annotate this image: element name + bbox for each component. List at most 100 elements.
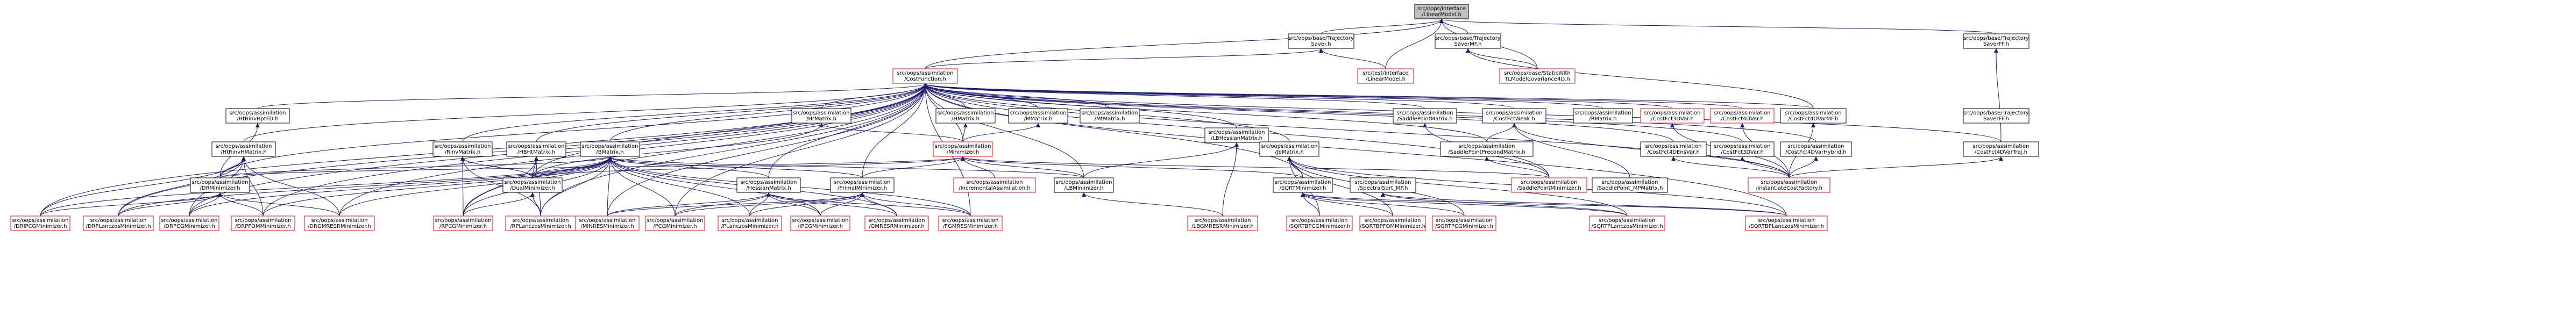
graph-node-bm[interactable]: src/oops/assimilation/BMatrix.h xyxy=(580,141,640,157)
graph-node-hess[interactable]: src/oops/assimilation/HessianMatrix.h xyxy=(736,177,801,193)
graph-node-hmat[interactable]: src/oops/assimilation/HtMatrix.h xyxy=(791,108,851,124)
node-box xyxy=(1259,141,1319,157)
graph-node-static[interactable]: src/oops/base/StaticWithTLModelCovarianc… xyxy=(1499,68,1576,84)
include-edge xyxy=(536,83,927,142)
include-edge xyxy=(608,156,821,217)
graph-node-cf4dt[interactable]: src/oops/assimilation/CostFct4DVarTraj.h xyxy=(1963,141,2039,157)
graph-node-sqblz[interactable]: src/oops/assimilation/SQRTBPLanczosMinim… xyxy=(1745,216,1828,231)
include-edge xyxy=(257,83,927,109)
include-edge xyxy=(1083,142,1239,178)
graph-node-lbmin[interactable]: src/oops/assimilation/LBMinimizer.h xyxy=(1054,177,1114,193)
include-edge xyxy=(962,123,968,142)
graph-node-testLM[interactable]: src/test/interface/LinearModel.h xyxy=(1357,68,1414,84)
node-label-line: src/oops/assimilation xyxy=(647,218,703,224)
include-edge xyxy=(1439,19,1997,34)
node-label-line: /DRIPCGMinimizer.h xyxy=(14,224,67,229)
graph-node-incr[interactable]: src/oops/assimilation/IncrementalAssimil… xyxy=(953,177,1036,193)
include-edge xyxy=(923,83,1084,178)
graph-node-cf4d[interactable]: src/oops/assimilation/CostFct4DVar.h xyxy=(1710,108,1775,124)
graph-node-lbgm[interactable]: src/oops/assimilation/LBGMRESRMinimizer.… xyxy=(1187,216,1258,231)
graph-node-sqfom[interactable]: src/oops/assimilation/SQRTBPFOMMinimizer… xyxy=(1359,216,1426,231)
graph-node-primal[interactable]: src/oops/assimilation/PrimalMinimizer.h xyxy=(830,177,895,193)
node-label-line: src/oops/base/StaticWith xyxy=(1504,70,1571,76)
include-edge xyxy=(219,83,927,178)
graph-node-rpcg[interactable]: src/oops/assimilation/RPCGMinimizer.h xyxy=(433,216,493,231)
graph-node-drip[interactable]: src/oops/assimilation/DRIPCGMinimizer.h xyxy=(10,216,70,231)
include-edge xyxy=(607,192,771,217)
graph-node-htrh[interactable]: src/oops/assimilation/HtRinvHMatrix.h xyxy=(211,141,276,157)
graph-node-ipcg[interactable]: src/oops/assimilation/IPCGMinimizer.h xyxy=(790,216,850,231)
node-label-line: /PCGMinimizer.h xyxy=(653,224,697,229)
graph-node-ifact[interactable]: src/oops/assimilation/instantiateCostFac… xyxy=(1748,177,1830,193)
graph-node-mm[interactable]: src/oops/assimilation/MMatrix.h xyxy=(1008,108,1068,124)
node-label-line: src/oops/assimilation xyxy=(12,218,68,224)
node-box xyxy=(159,216,219,231)
node-box xyxy=(718,216,782,231)
graph-node-hm[interactable]: src/oops/assimilation/HMatrix.h xyxy=(935,108,996,124)
graph-node-jbm[interactable]: src/oops/assimilation/JbMatrix.h xyxy=(1259,141,1319,157)
include-edge xyxy=(923,83,1487,142)
include-edge xyxy=(540,83,927,217)
graph-node-minres[interactable]: src/oops/assimilation/MINRESMinimizer.h xyxy=(575,216,640,231)
graph-node-spmp[interactable]: src/oops/assimilation/SaddlePoint_MPMatr… xyxy=(1592,177,1668,193)
include-edge xyxy=(923,83,1425,109)
graph-node-cf4dvf[interactable]: src/oops/assimilation/CostFct4DVarMF.h xyxy=(1780,108,1847,124)
node-label-line: /SaddlePointPrecondMatrix.h xyxy=(1448,149,1525,155)
include-edge xyxy=(1381,192,1787,217)
graph-node-pcg[interactable]: src/oops/assimilation/PCGMinimizer.h xyxy=(645,216,705,231)
graph-node-dual[interactable]: src/oops/assimilation/DualMinimizer.h xyxy=(502,177,563,193)
graph-node-cf4dvh[interactable]: src/oops/assimilation/CostFct4DVarHybrid… xyxy=(1780,141,1852,157)
graph-node-mtm[interactable]: src/oops/assimilation/MtMatrix.h xyxy=(1080,108,1140,124)
node-box xyxy=(1435,33,1501,49)
graph-node-drpfom[interactable]: src/oops/assimilation/DRPFOMMinimizer.h xyxy=(231,216,295,231)
graph-node-rplz[interactable]: src/oops/assimilation/RPLanczosMinimizer… xyxy=(505,216,576,231)
graph-node-dpm[interactable]: src/oops/assimilation/DRMinimizer.h xyxy=(190,177,250,193)
graph-node-drgm[interactable]: src/oops/assimilation/DRGMRESRMinimizer.… xyxy=(304,216,375,231)
node-label-line: src/oops/assimilation xyxy=(581,143,638,149)
node-label-line: /SQRTBPFOMMinimizer.h xyxy=(1360,224,1425,229)
node-label-line: src/oops/assimilation xyxy=(161,218,217,224)
include-edge xyxy=(218,192,264,217)
graph-node-cf3d2[interactable]: src/oops/assimilation/CostFct3DVar.h xyxy=(1710,141,1775,157)
graph-node-spm[interactable]: src/oops/assimilation/SaddlePointMatrix.… xyxy=(1393,108,1457,124)
include-edge xyxy=(1301,192,1628,217)
graph-node-rm[interactable]: src/oops/assimilation/RMatrix.h xyxy=(1573,108,1633,124)
node-label-line: /LBMinimizer.h xyxy=(1065,185,1104,191)
graph-node-drpcg[interactable]: src/oops/assimilation/DRPCGMinimizer.h xyxy=(159,216,219,231)
graph-node-sqrt[interactable]: src/oops/assimilation/SQRTMinimizer.h xyxy=(1273,177,1333,193)
graph-node-cf4den[interactable]: src/oops/assimilation/CostFct4DEnsVar.h xyxy=(1640,141,1707,157)
graph-node-minim[interactable]: src/oops/assimilation/Minimizer.h xyxy=(933,141,993,157)
graph-node-sppm[interactable]: src/oops/assimilation/SaddlePointPrecond… xyxy=(1440,141,1534,157)
node-label-line: /HtRinvHMatrix.h xyxy=(221,149,266,155)
graph-node-hbh[interactable]: src/oops/assimilation/HBHtMatrix.h xyxy=(506,141,566,157)
node-label-line: /FGMRESMinimizer.h xyxy=(943,224,998,229)
graph-node-sqlz[interactable]: src/oops/assimilation/SQRTPLanczosMinimi… xyxy=(1589,216,1665,231)
graph-node-rinv[interactable]: src/oops/assimilation/RinvMatrix.h xyxy=(432,141,493,157)
graph-node-spmin[interactable]: src/oops/assimilation/SaddlePointMinimiz… xyxy=(1511,177,1587,193)
graph-node-drpl[interactable]: src/oops/assimilation/DRPLanczosMinimize… xyxy=(83,216,154,231)
include-edge xyxy=(862,83,927,178)
node-label-line: /LBHessianMatrix.h xyxy=(1211,135,1262,141)
graph-node-cfw[interactable]: src/oops/assimilation/CostFctWeak.h xyxy=(1482,108,1546,124)
node-box xyxy=(1080,108,1140,124)
graph-node-sqbcg[interactable]: src/oops/assimilation/SQRTBPCGMinimizer.… xyxy=(1286,216,1353,231)
graph-node-cost[interactable]: src/oops/assimilation/CostFunction.h xyxy=(892,68,958,84)
include-edge xyxy=(923,83,1303,178)
node-box xyxy=(1393,108,1457,124)
node-label-line: /MtMatrix.h xyxy=(1095,116,1125,122)
graph-node-gmres[interactable]: src/oops/assimilation/GMRESRMinimizer.h xyxy=(864,216,929,231)
graph-node-fgmres[interactable]: src/oops/assimilation/FGMRESMinimizer.h xyxy=(938,216,1003,231)
graph-node-sqpcg[interactable]: src/oops/assimilation/SQRTPCGMinimizer.h xyxy=(1432,216,1496,231)
graph-node-spectral[interactable]: src/oops/assimilation/SpectralSqrt_MP.h xyxy=(1350,177,1416,193)
node-box xyxy=(645,216,705,231)
node-box xyxy=(1204,127,1269,143)
graph-node-plz[interactable]: src/oops/assimilation/PLanczosMinimizer.… xyxy=(718,216,782,231)
node-label-line: src/oops/assimilation xyxy=(1785,110,1841,116)
graph-node-cf3d[interactable]: src/oops/assimilation/CostFct3DVar.h xyxy=(1640,108,1705,124)
graph-node-lbh[interactable]: src/oops/assimilation/LBHessianMatrix.h xyxy=(1204,127,1269,143)
graph-node-hthr[interactable]: src/oops/assimilation/HtRinvHptFD.h xyxy=(225,108,290,124)
